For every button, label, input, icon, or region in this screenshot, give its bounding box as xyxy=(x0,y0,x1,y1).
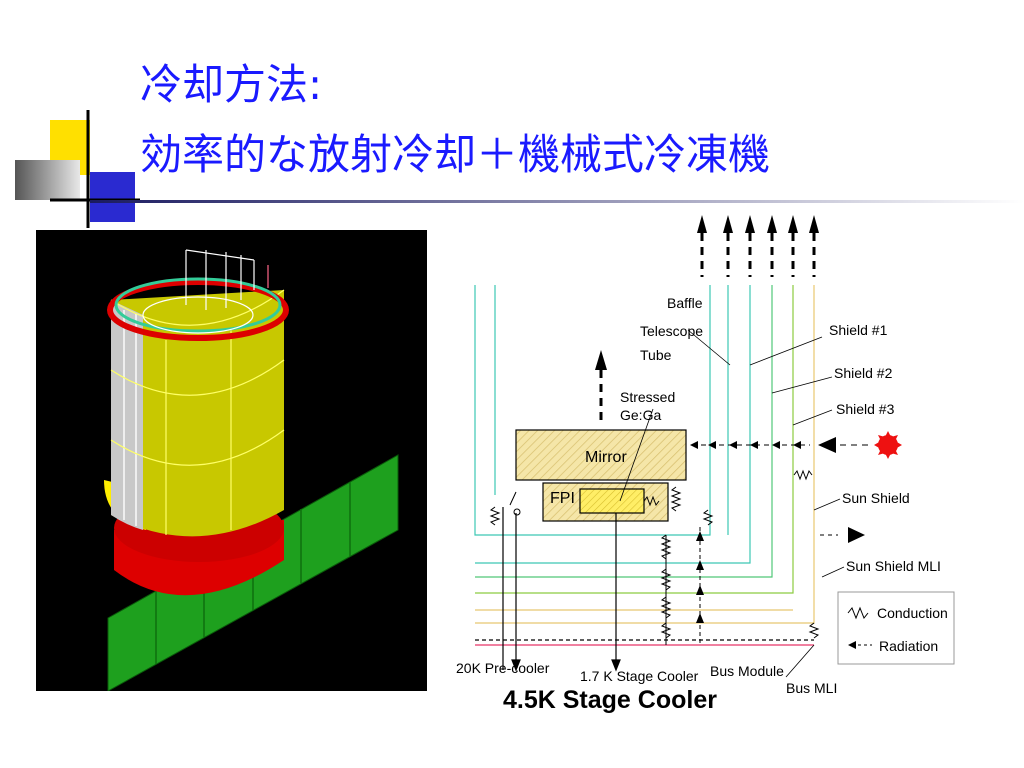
resistor-icon xyxy=(670,486,682,512)
baffle-label: Baffle xyxy=(667,295,703,311)
cooling-schematic: Mirror FPI xyxy=(456,215,955,714)
resistor-icon xyxy=(643,495,660,507)
cylinder-body xyxy=(107,277,289,537)
telescope-label: Telescope xyxy=(640,323,703,339)
ge-ga-detector xyxy=(579,488,645,514)
conduction-arrows xyxy=(696,527,704,645)
resistor-icon xyxy=(793,469,813,481)
mirror-box xyxy=(515,429,687,522)
resistor-icon xyxy=(702,509,714,526)
tube-label: Tube xyxy=(640,347,672,363)
bus-mli-label: Bus MLI xyxy=(786,680,837,696)
sun-shield-label: Sun Shield xyxy=(842,490,910,506)
corner-decoration-graphic xyxy=(15,110,140,228)
shield3-label: Shield #3 xyxy=(836,401,895,417)
bus-module-label: Bus Module xyxy=(710,663,784,679)
arrowhead-icon xyxy=(690,441,698,449)
gega-label: Ge:Ga xyxy=(620,407,661,423)
stage17-label: 1.7 K Stage Cooler xyxy=(580,668,699,684)
up-arrow-icon xyxy=(697,215,707,277)
arrowhead-icon xyxy=(750,441,758,449)
stage45-label: 4.5K Stage Cooler xyxy=(503,686,717,714)
pre-cooler-label: 20K Pre-cooler xyxy=(456,660,550,676)
slide-title-line1: 冷却方法: xyxy=(140,60,323,109)
resistor-icon xyxy=(808,622,820,639)
arrowhead-icon xyxy=(848,641,856,649)
spacecraft-3d-graphic xyxy=(104,249,399,692)
conduction-resistors xyxy=(489,469,820,645)
slide-title-line2: 効率的な放射冷却＋機械式冷凍機 xyxy=(140,130,771,179)
sun-icon xyxy=(874,431,902,459)
sun-shield-mli-label: Sun Shield MLI xyxy=(846,558,941,574)
arrowhead-icon xyxy=(708,441,716,449)
gray-gradient-square xyxy=(15,160,80,200)
shield2-line xyxy=(475,285,773,578)
up-arrow-icon xyxy=(723,215,733,277)
corner-decoration xyxy=(0,100,140,230)
radiation-up-arrows xyxy=(697,215,819,277)
baffle-line xyxy=(474,285,711,536)
blue-square xyxy=(90,172,135,222)
title-underline xyxy=(90,200,1024,203)
legend-radiation: Radiation xyxy=(879,638,938,654)
arrowhead-icon xyxy=(729,441,737,449)
arrowhead-icon xyxy=(793,441,801,449)
mirror-up-arrow-icon xyxy=(595,350,607,420)
shield1-line xyxy=(475,285,751,564)
cooler-pipes xyxy=(502,507,621,672)
shield2-label: Shield #2 xyxy=(834,365,893,381)
up-arrow-icon xyxy=(788,215,798,277)
stressed-label: Stressed xyxy=(620,389,675,405)
legend-conduction: Conduction xyxy=(877,605,948,621)
radiation-left-arrows xyxy=(690,437,872,453)
up-arrow-icon xyxy=(745,215,755,277)
leader-lines xyxy=(619,329,845,678)
shield1-label: Shield #1 xyxy=(829,322,888,338)
resistor-icon xyxy=(660,534,672,560)
resistor-icon xyxy=(847,606,869,620)
arrowhead-icon xyxy=(772,441,780,449)
up-arrow-icon xyxy=(809,215,819,277)
up-arrow-icon xyxy=(767,215,777,277)
legend xyxy=(837,591,955,665)
radiation-right-arrow-icon xyxy=(820,527,865,543)
resistor-icon xyxy=(489,506,501,526)
arrowhead-icon xyxy=(818,437,836,453)
fpi-label: FPI xyxy=(550,490,575,507)
mirror-label: Mirror xyxy=(585,449,627,466)
spacecraft-3d-render xyxy=(36,230,427,692)
switch-icon xyxy=(509,491,521,516)
baffle-frame xyxy=(142,249,269,334)
